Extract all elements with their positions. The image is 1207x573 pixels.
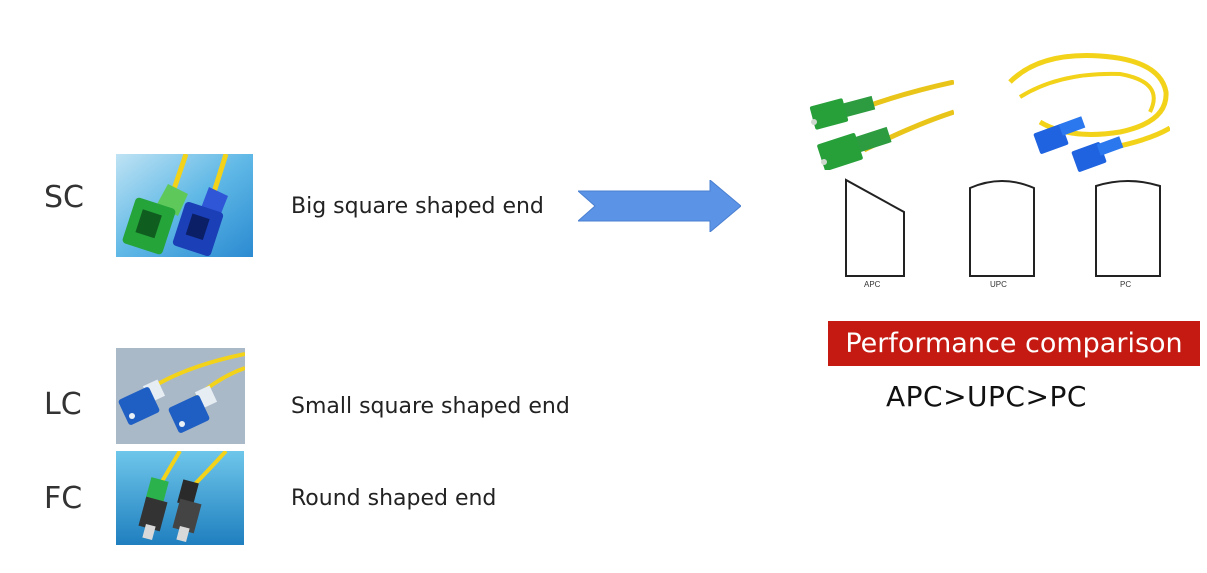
ferrule-label-pc: PC <box>1120 280 1132 289</box>
performance-banner: Performance comparison <box>828 321 1200 366</box>
pc-ferrule-outline <box>1095 180 1161 277</box>
connector-code-sc: SC <box>44 180 84 215</box>
right-arrow-icon <box>576 178 742 234</box>
ferrule-profiles-diagram <box>838 178 1178 278</box>
ferrule-label-upc: UPC <box>990 280 1007 289</box>
upc-connector-photo-icon <box>1000 52 1172 172</box>
fc-connector-photo-icon <box>116 451 244 545</box>
apc-connector-photo-icon <box>804 79 955 171</box>
apc-ferrule-outline <box>845 178 905 277</box>
connector-description-fc: Round shaped end <box>291 486 497 511</box>
connector-description-sc: Big square shaped end <box>291 194 544 219</box>
upc-ferrule-outline <box>969 180 1035 277</box>
connector-code-fc: FC <box>44 481 83 516</box>
ferrule-label-apc: APC <box>864 280 881 289</box>
connector-code-lc: LC <box>44 387 82 422</box>
connector-description-lc: Small square shaped end <box>291 394 570 419</box>
sc-connector-photo-icon <box>116 154 253 257</box>
lc-connector-photo-icon <box>116 348 245 444</box>
performance-order: APC>UPC>PC <box>886 380 1087 413</box>
